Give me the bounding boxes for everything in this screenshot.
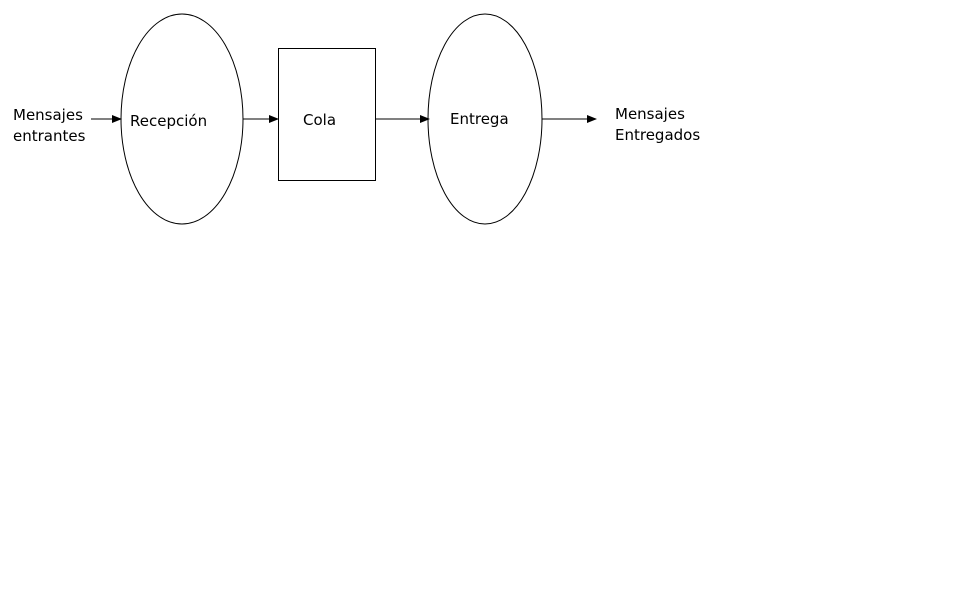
output-label: Mensajes Entregados: [615, 104, 700, 146]
reception-label: Recepción: [130, 112, 208, 130]
queue-node: [278, 48, 376, 181]
input-label-line-2: entrantes: [13, 127, 86, 145]
input-label: Mensajes entrantes: [13, 105, 85, 147]
output-label-line-2: Entregados: [615, 126, 701, 144]
output-label-line-1: Mensajes: [615, 105, 685, 123]
queue-label: Cola: [303, 111, 337, 129]
input-label-line-1: Mensajes: [13, 106, 83, 124]
delivery-label: Entrega: [450, 110, 509, 128]
